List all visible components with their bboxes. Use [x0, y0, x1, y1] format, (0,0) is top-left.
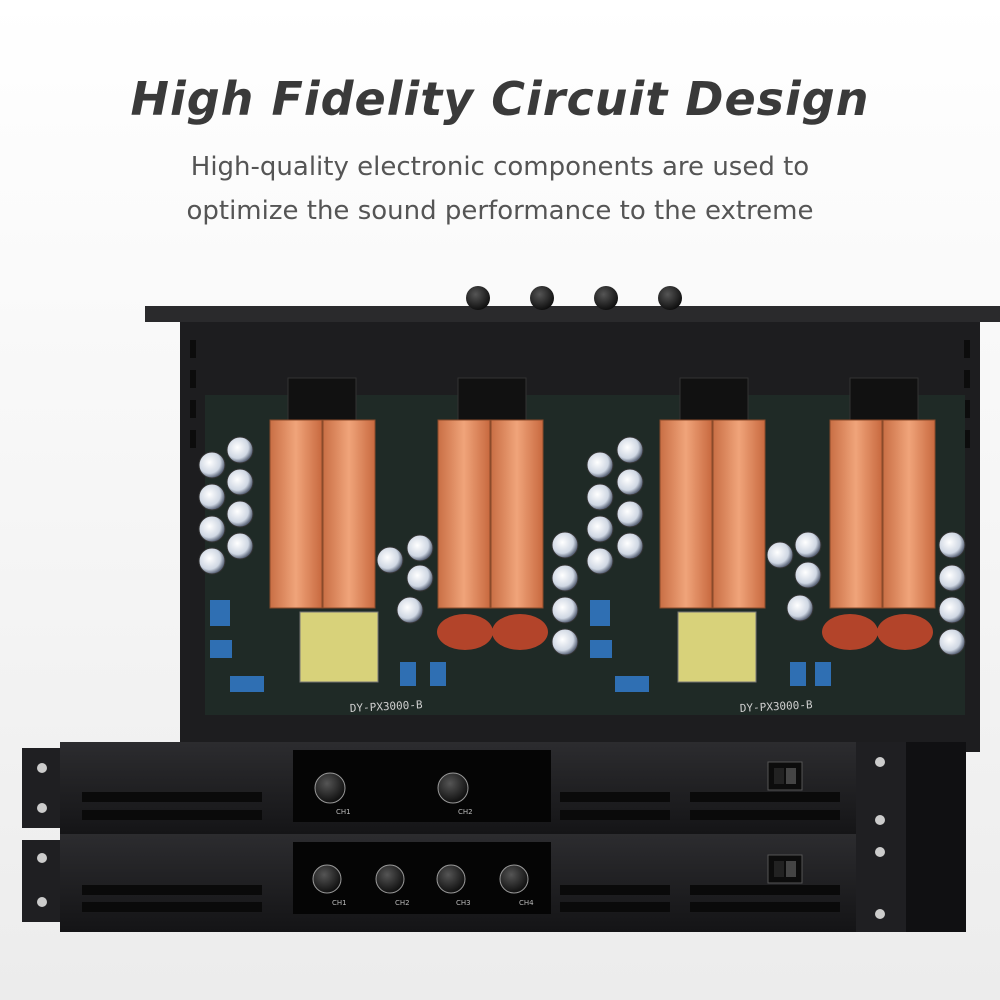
cooling-fans [287, 377, 919, 423]
ch1-label: CH1 [336, 808, 351, 816]
capacitors [198, 436, 966, 656]
amplifier-unit-4ch: CH1 CH2 CH3 CH4 [22, 834, 966, 932]
ch2-label-4ch: CH2 [395, 899, 410, 907]
headline: High Fidelity Circuit Design [130, 72, 870, 126]
board-label-2: DY-PX3000-B [739, 698, 813, 715]
ch2-label: CH2 [458, 808, 473, 816]
board-components [210, 600, 831, 692]
amplifier-unit-2ch: CH1 CH2 [22, 742, 966, 837]
copper-heatsinks [269, 419, 936, 609]
transformers [299, 611, 933, 683]
ch3-label-4ch: CH3 [456, 899, 471, 907]
ch4-label-4ch: CH4 [519, 899, 534, 907]
ch1-label-4ch: CH1 [332, 899, 347, 907]
subline-1: High-quality electronic components are u… [190, 152, 810, 182]
subline-2: optimize the sound performance to the ex… [186, 196, 814, 226]
board-label: DY-PX3000-B [349, 698, 423, 715]
